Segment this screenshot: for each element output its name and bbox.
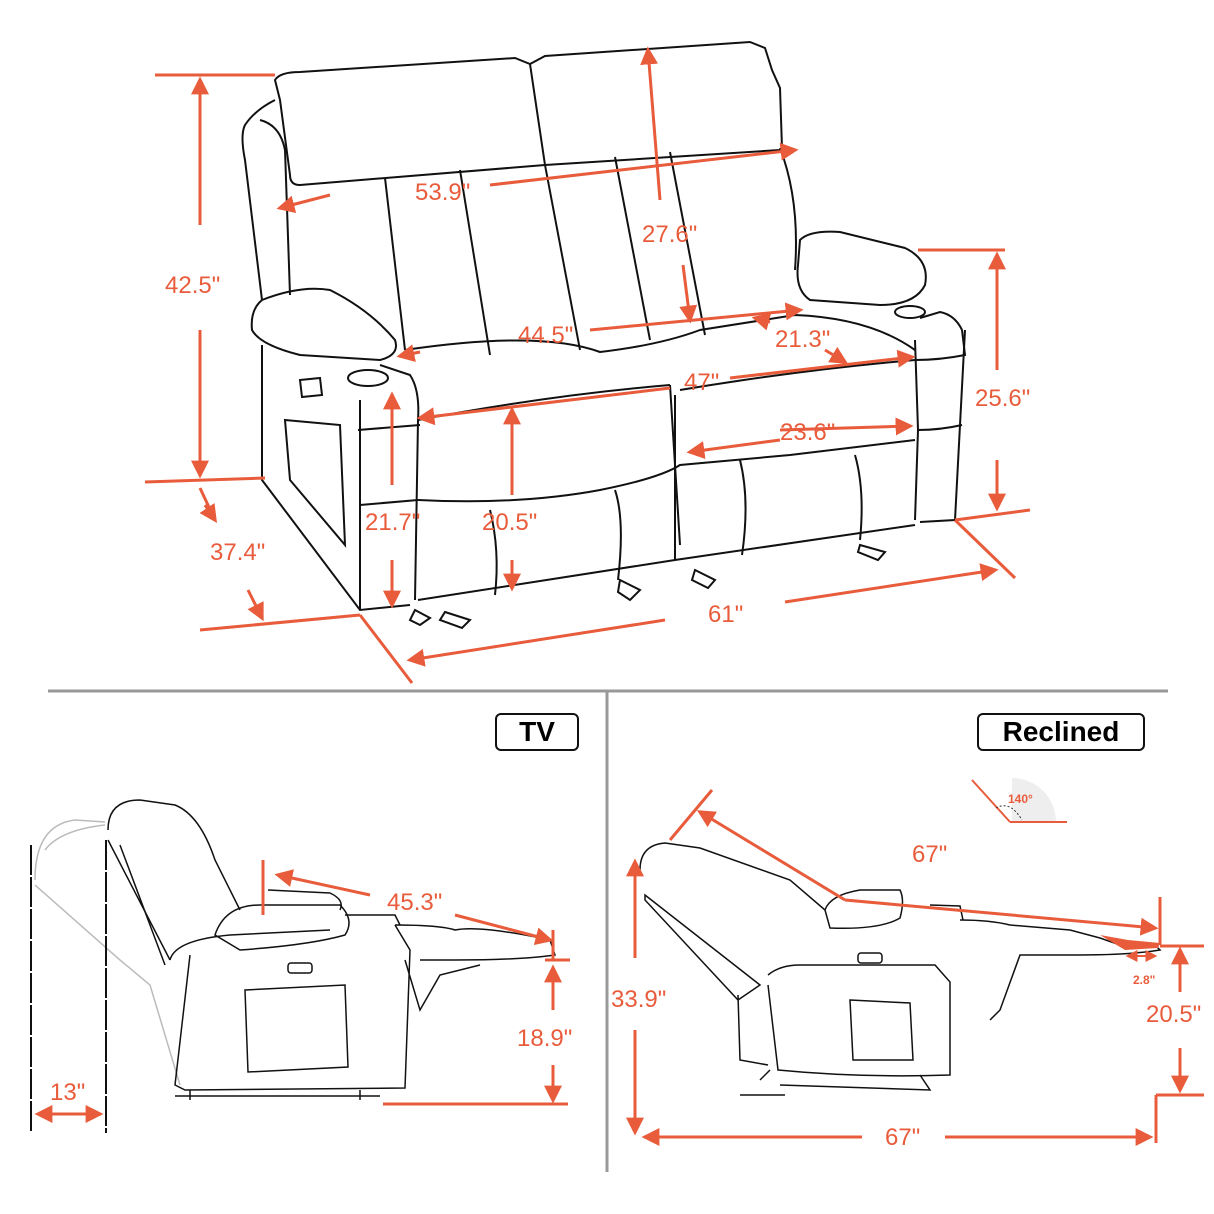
label-seat-depth: 21.3" [775,326,830,353]
footrest-highlight [1100,935,1160,950]
label-single-seat-width: 23.6" [780,419,835,446]
label-back-width: 53.9" [415,179,470,206]
tv-mode-badge: TV [495,713,579,751]
label-seat-front-width: 47" [684,369,719,396]
tv-dimension-labels: 13" 45.3" 18.9" [50,889,572,1106]
label-arm-floor-height: 21.7" [365,509,420,536]
reclined-dimension-lines [626,789,1204,1146]
reclined-mode-badge: Reclined [977,713,1145,751]
tv-side-illustration [34,799,556,1100]
angle-indicator: 140° [971,778,1067,823]
tv-dimension-lines [34,860,570,1123]
label-reclined-footrest-height: 20.5" [1146,1001,1201,1028]
label-tv-footrest-height: 18.9" [517,1025,572,1052]
front-dimension-labels: 42.5" 53.9" 27.6" 44.5" 21.3" 47" 25.6" … [165,179,1030,628]
loveseat-front-illustration [241,40,967,630]
front-dimension-lines [144,46,1031,684]
label-wall-clearance: 13" [50,1079,85,1106]
label-overall-width: 61" [708,601,743,628]
reclined-dimension-labels: 67" 33.9" 2.8" 20.5" 67" [611,841,1201,1151]
label-extended-length: 45.3" [387,889,442,916]
label-overall-length: 67" [885,1124,920,1151]
reclined-side-illustration [639,842,1162,1096]
label-overall-height: 42.5" [165,272,220,299]
label-footrest-extension: 2.8" [1133,973,1155,987]
label-arm-height: 25.6" [975,385,1030,412]
label-seat-height: 20.5" [482,509,537,536]
label-seat-width-total: 44.5" [518,322,573,349]
label-reclined-height: 33.9" [611,986,666,1013]
label-back-height: 27.6" [642,221,697,248]
label-overall-depth: 37.4" [210,539,265,566]
label-recline-angle: 140° [1008,792,1033,806]
label-diagonal-length: 67" [912,841,947,868]
